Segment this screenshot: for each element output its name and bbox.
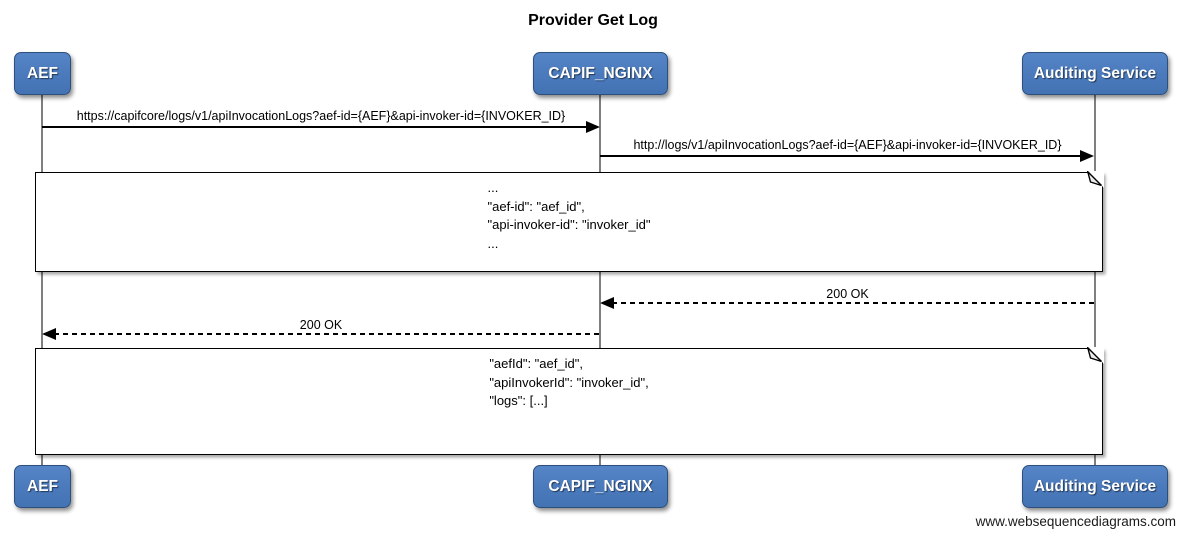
message-line-200-ok-aef: [54, 333, 601, 335]
message-label-forward-request: http://logs/v1/apiInvocationLogs?aef-id=…: [633, 138, 1062, 152]
message-label-get-log-request: https://capifcore/logs/v1/apiInvocationL…: [76, 109, 566, 123]
message-label-200-ok-auditing: 200 OK: [826, 287, 869, 301]
note-line: "api-invoker-id": "invoker_id": [487, 217, 651, 232]
message-label-200-ok-aef: 200 OK: [299, 318, 343, 332]
note-text-block: ... "aef-id": "aef_id", "api-invoker-id"…: [488, 173, 651, 271]
message-line-forward-request: [600, 155, 1082, 157]
note-fold-corner-icon: [1087, 347, 1104, 364]
actor-box-auditing-service-bottom: Auditing Service: [1022, 465, 1168, 508]
arrowhead-left-icon: [42, 328, 56, 340]
actor-box-aef-top: AEF: [14, 52, 71, 95]
actor-label-capif-nginx: CAPIF_NGINX: [548, 477, 653, 495]
actor-label-aef: AEF: [27, 64, 58, 82]
message-line-200-ok-auditing: [612, 302, 1095, 304]
actor-label-aef: AEF: [27, 477, 58, 495]
message-line-get-log-request: [42, 126, 588, 128]
actor-label-auditing-service: Auditing Service: [1033, 477, 1157, 495]
note-line: "logs": [...]: [489, 393, 548, 408]
note-request-body: ... "aef-id": "aef_id", "api-invoker-id"…: [35, 171, 1104, 272]
lifeline-capif-nginx: [599, 95, 601, 465]
lifeline-aef: [41, 95, 43, 465]
note-line: "aef-id": "aef_id",: [487, 198, 585, 214]
lifeline-auditing-service: [1094, 95, 1096, 465]
arrowhead-right-icon: [1080, 150, 1094, 162]
arrowhead-left-icon: [600, 297, 614, 309]
note-line: ...: [487, 235, 499, 251]
actor-label-auditing-service: Auditing Service: [1033, 64, 1157, 82]
note-line: ...: [487, 180, 499, 195]
actor-box-capif-nginx-bottom: CAPIF_NGINX: [533, 465, 668, 508]
note-line: "aefId": "aef_id",: [489, 356, 583, 371]
note-line: "apiInvokerId": "invoker_id",: [489, 374, 649, 390]
actor-box-capif-nginx-top: CAPIF_NGINX: [533, 52, 668, 95]
diagram-title: Provider Get Log: [528, 12, 658, 29]
note-response-body: "aefId": "aef_id", "apiInvokerId": "invo…: [35, 347, 1104, 455]
websequencediagrams-watermark: www.websequencediagrams.com: [975, 514, 1176, 529]
actor-box-auditing-service-top: Auditing Service: [1022, 52, 1168, 95]
actor-label-capif-nginx: CAPIF_NGINX: [548, 64, 653, 82]
arrowhead-right-icon: [586, 121, 600, 133]
actor-box-aef-bottom: AEF: [14, 465, 71, 508]
note-fold-corner-icon: [1087, 171, 1104, 188]
note-text-block: "aefId": "aef_id", "apiInvokerId": "invo…: [489, 349, 648, 454]
